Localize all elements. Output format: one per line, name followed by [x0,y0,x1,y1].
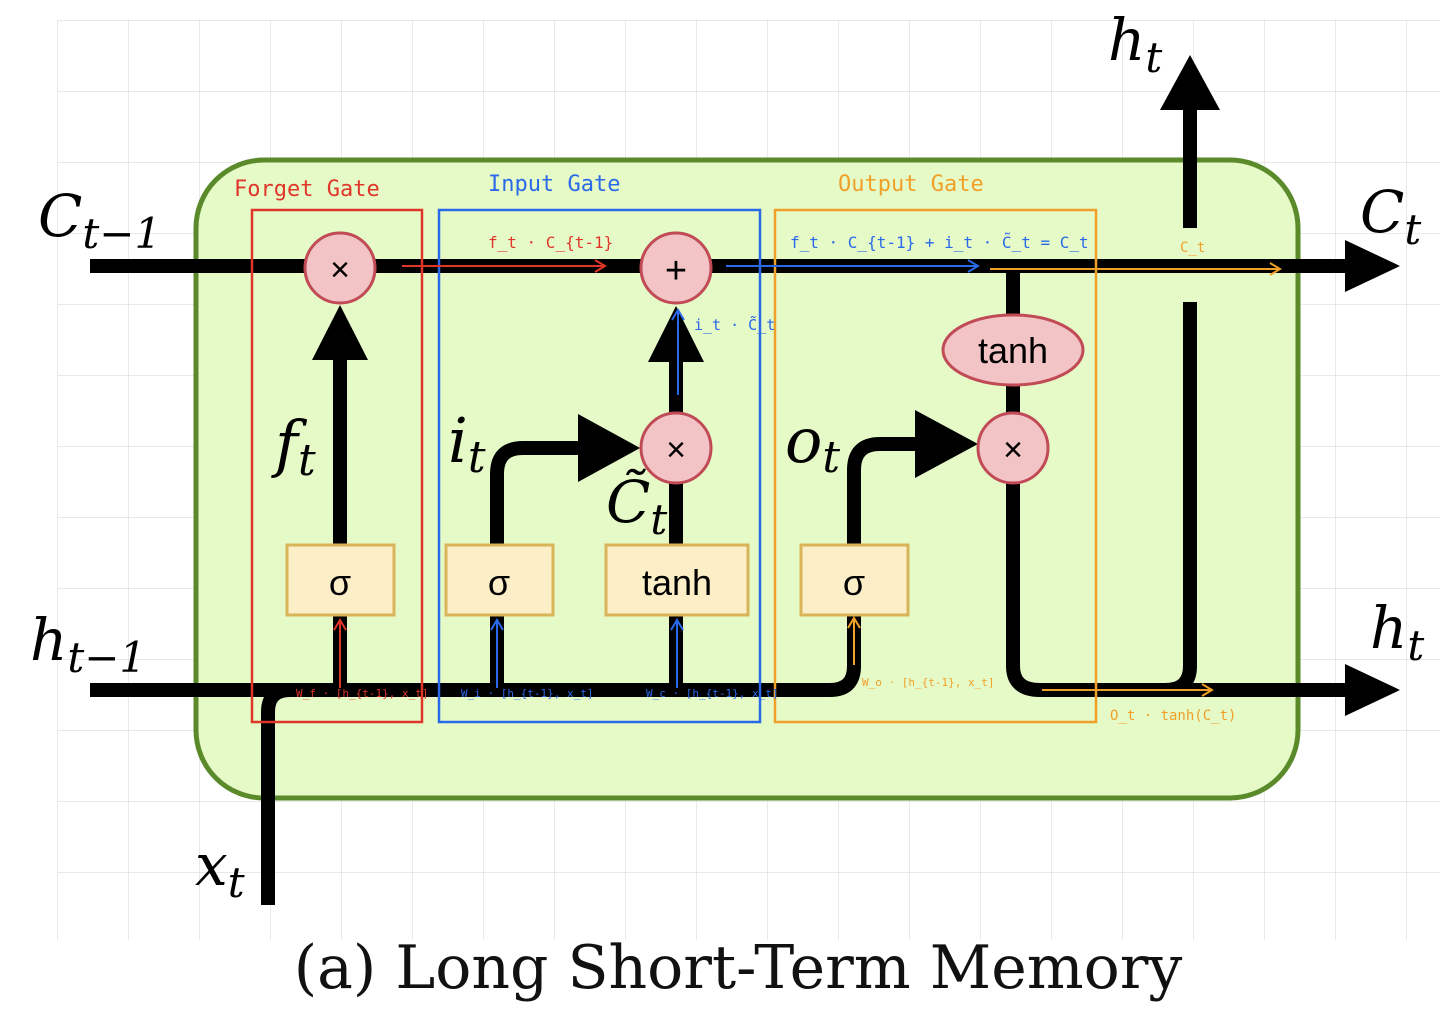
annotation-arrows [333,259,1282,697]
h-next-main: h [1370,594,1407,662]
forget-weight-note: W_f · [h_{t-1}, x_t] [296,687,428,700]
hidden-state-arrowhead [1345,664,1400,716]
cell-tanh-label: tanh [978,330,1048,371]
h-top-label: ht [1108,6,1162,82]
c-prev-sub: t−1 [82,209,161,258]
x-t-label: xt [195,831,245,907]
input-gate-title: Input Gate [488,172,620,197]
output-gate-box [773,208,1098,724]
h-top-sub: t [1145,33,1162,82]
forget-multiply-symbol: × [330,251,350,289]
c-tilde-sub: t [650,495,667,544]
o-t-label: ot [785,404,840,483]
i-t-main: i [448,404,468,477]
input-multiply-op: × [639,411,713,485]
output-weight-note: W_o · [h_{t-1}, x_t] [862,676,994,689]
h-prev-main: h [30,606,67,674]
add-symbol: + [665,250,687,292]
h-next-sub: t [1407,621,1424,670]
h-prev-label: ht−1 [30,606,146,682]
output-multiply-symbol: × [1003,431,1023,469]
input-weight-note: W_i · [h_{t-1}, x_t] [461,687,593,700]
forget-flow-note: f_t · C_{t-1} [488,233,613,252]
forget-arrowhead [312,305,368,360]
o-t-main: o [785,404,822,477]
forget-multiply-op: × [303,231,377,305]
input-multiply-symbol: × [666,431,686,469]
input-flow-note: f_t · C_{t-1} + i_t · C̃_t = C_t [790,233,1089,252]
cell-tanh-op: tanh [941,313,1085,387]
h-prev-sub: t−1 [67,633,146,682]
input-i-line [490,441,590,690]
candidate-tanh-label: tanh [642,562,712,603]
c-tilde-label: C̃t [606,467,667,544]
c-prev-label: Ct−1 [38,182,161,258]
o-t-sub: t [822,432,840,483]
candidate-weight-note: W_c · [h_{t-1}, x_t] [646,687,778,700]
candidate-tanh-layer: tanh [604,543,750,617]
x-t-sub: t [228,858,245,907]
output-flow-note: C_t [1180,240,1205,256]
f-t-sub: t [298,435,316,486]
cell-state-arrowhead [1345,240,1400,292]
output-multiply-op: × [976,411,1050,485]
output-gate-title: Output Gate [838,172,984,197]
forget-sigma-layer: σ [285,543,396,617]
output-sigma-label: σ [843,562,865,603]
x-t-main: x [195,831,228,899]
input-i-arrowhead [578,414,640,482]
forget-gate-title: Forget Gate [234,177,380,202]
input-gate-box [437,208,762,724]
c-next-label: Ct [1360,178,1421,254]
figure-caption: (a) Long Short-Term Memory [294,933,1183,1003]
c-next-main: C [1360,178,1404,246]
x-input-line [261,683,291,905]
c-prev-main: C [38,182,82,250]
add-arrowhead [648,306,704,362]
output-result-note: O_t · tanh(C_t) [1110,708,1236,724]
h-next-label: ht [1370,594,1424,670]
output-down-line [1006,475,1041,697]
add-op: + [639,231,713,305]
c-tilde-main: C̃ [606,467,650,536]
forget-sigma-label: σ [329,562,351,603]
output-o-arrowhead [915,410,978,478]
h-top-main: h [1108,6,1145,74]
input-sigma-label: σ [488,562,510,603]
output-sigma-layer: σ [799,543,910,617]
input-up-note: i_t · C̃_t [694,315,775,334]
i-t-label: it [448,404,486,483]
i-t-sub: t [468,432,486,483]
input-sigma-layer: σ [444,543,555,617]
c-next-sub: t [1404,205,1421,254]
forget-gate-box [250,208,424,724]
h-up-arrowhead [1160,55,1220,110]
